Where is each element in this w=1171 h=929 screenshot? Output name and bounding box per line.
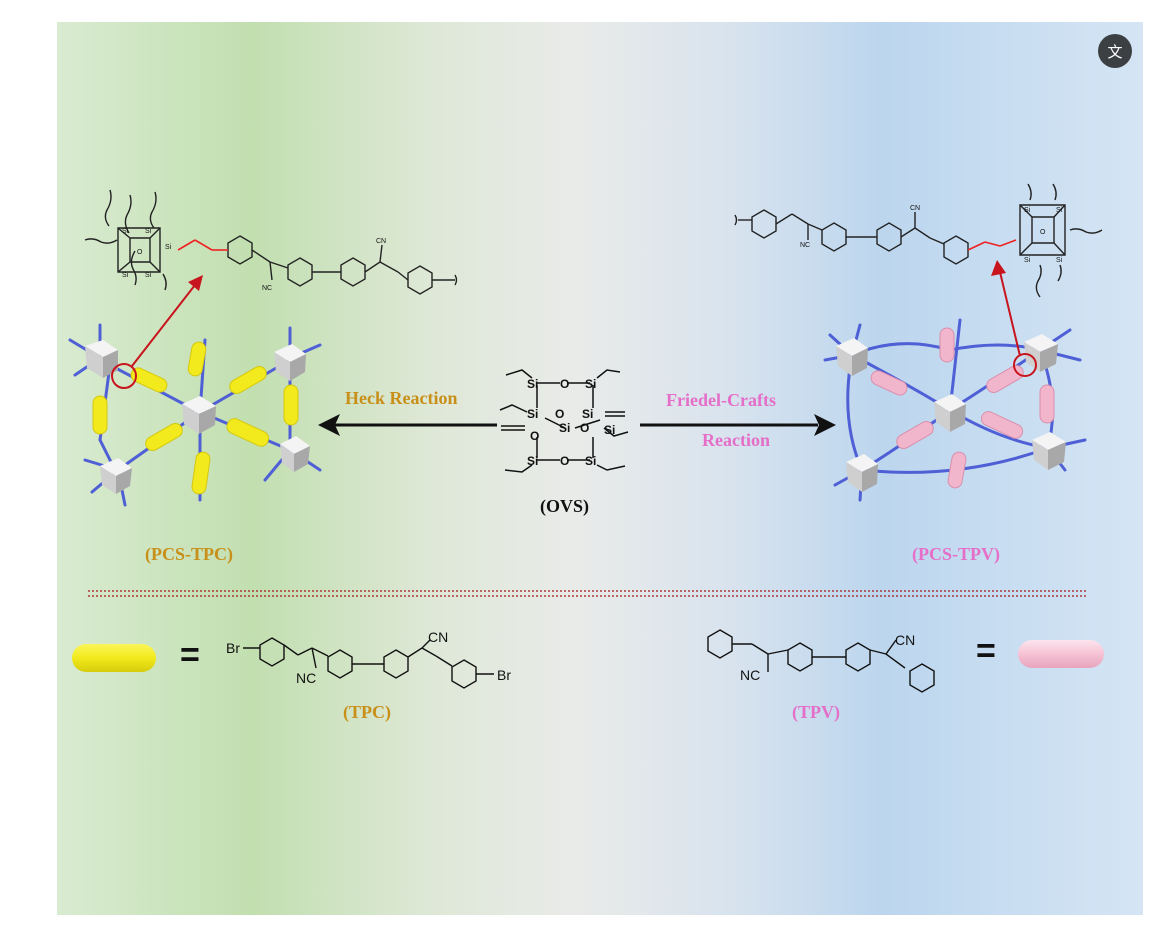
svg-text:Si: Si (145, 272, 152, 279)
svg-text:Si: Si (559, 421, 570, 435)
pcs-tpv-network (823, 260, 1087, 502)
svg-text:Si: Si (122, 228, 129, 235)
svg-text:O: O (1040, 229, 1046, 236)
svg-text:O: O (560, 377, 569, 391)
svg-text:Si: Si (527, 407, 538, 421)
friedel-crafts-label-line2: Reaction (702, 430, 770, 450)
pcs-tpc-label: (PCS-TPC) (145, 544, 233, 564)
tpc-yellow-rod (72, 644, 156, 672)
svg-text:O: O (580, 421, 589, 435)
friedel-crafts-arrow (640, 414, 836, 436)
svg-text:Si: Si (527, 377, 538, 391)
tpc-structure: Br NC CN Br (226, 629, 511, 689)
svg-text:CN: CN (895, 632, 915, 648)
svg-text:NC: NC (800, 242, 810, 249)
svg-text:CN: CN (428, 629, 448, 645)
pcs-tpv-structure: NC CN Si Si Si Si O (734, 183, 1103, 298)
svg-text:Si: Si (585, 377, 596, 391)
svg-text:Si: Si (582, 407, 593, 421)
tpv-structure: NC CN (707, 629, 935, 693)
friedel-crafts-label: Friedel-Crafts (666, 390, 776, 410)
ovs-structure: Si O Si Si O Si Si O Si O Si O Si (499, 369, 629, 473)
divider-line (88, 590, 1087, 597)
svg-text:Si: Si (122, 272, 129, 279)
svg-text:O: O (530, 429, 539, 443)
heck-reaction-label: Heck Reaction (345, 388, 458, 408)
svg-text:O: O (560, 454, 569, 468)
svg-text:Br: Br (226, 640, 240, 656)
svg-text:NC: NC (262, 285, 272, 292)
svg-text:CN: CN (376, 238, 386, 245)
heck-arrow (318, 414, 497, 436)
tpc-equals-sign: = (180, 636, 200, 674)
pcs-tpc-structure: Si Si Si Si O Si NC CN (84, 189, 458, 295)
svg-text:Br: Br (497, 667, 511, 683)
svg-text:O: O (555, 407, 564, 421)
pcs-tpv-label: (PCS-TPV) (912, 544, 1000, 564)
svg-text:Si: Si (1056, 257, 1063, 264)
svg-text:Si: Si (604, 423, 615, 437)
svg-text:NC: NC (740, 667, 760, 683)
tpv-pink-rod (1018, 640, 1104, 668)
translate-icon[interactable]: 文 (1098, 34, 1132, 68)
svg-text:O: O (137, 249, 143, 256)
pcs-tpc-network (68, 275, 322, 507)
svg-text:Si: Si (527, 454, 538, 468)
svg-text:Si: Si (1024, 207, 1031, 214)
svg-text:Si: Si (145, 228, 152, 235)
tpc-label: (TPC) (343, 702, 391, 722)
svg-text:CN: CN (910, 205, 920, 212)
ovs-label: (OVS) (540, 496, 589, 516)
tpv-equals-sign: = (976, 632, 996, 670)
svg-text:Si: Si (165, 244, 172, 251)
svg-text:Si: Si (1056, 207, 1063, 214)
svg-text:NC: NC (296, 670, 316, 686)
tpv-label: (TPV) (792, 702, 840, 722)
svg-text:Si: Si (1024, 257, 1031, 264)
svg-text:Si: Si (585, 454, 596, 468)
